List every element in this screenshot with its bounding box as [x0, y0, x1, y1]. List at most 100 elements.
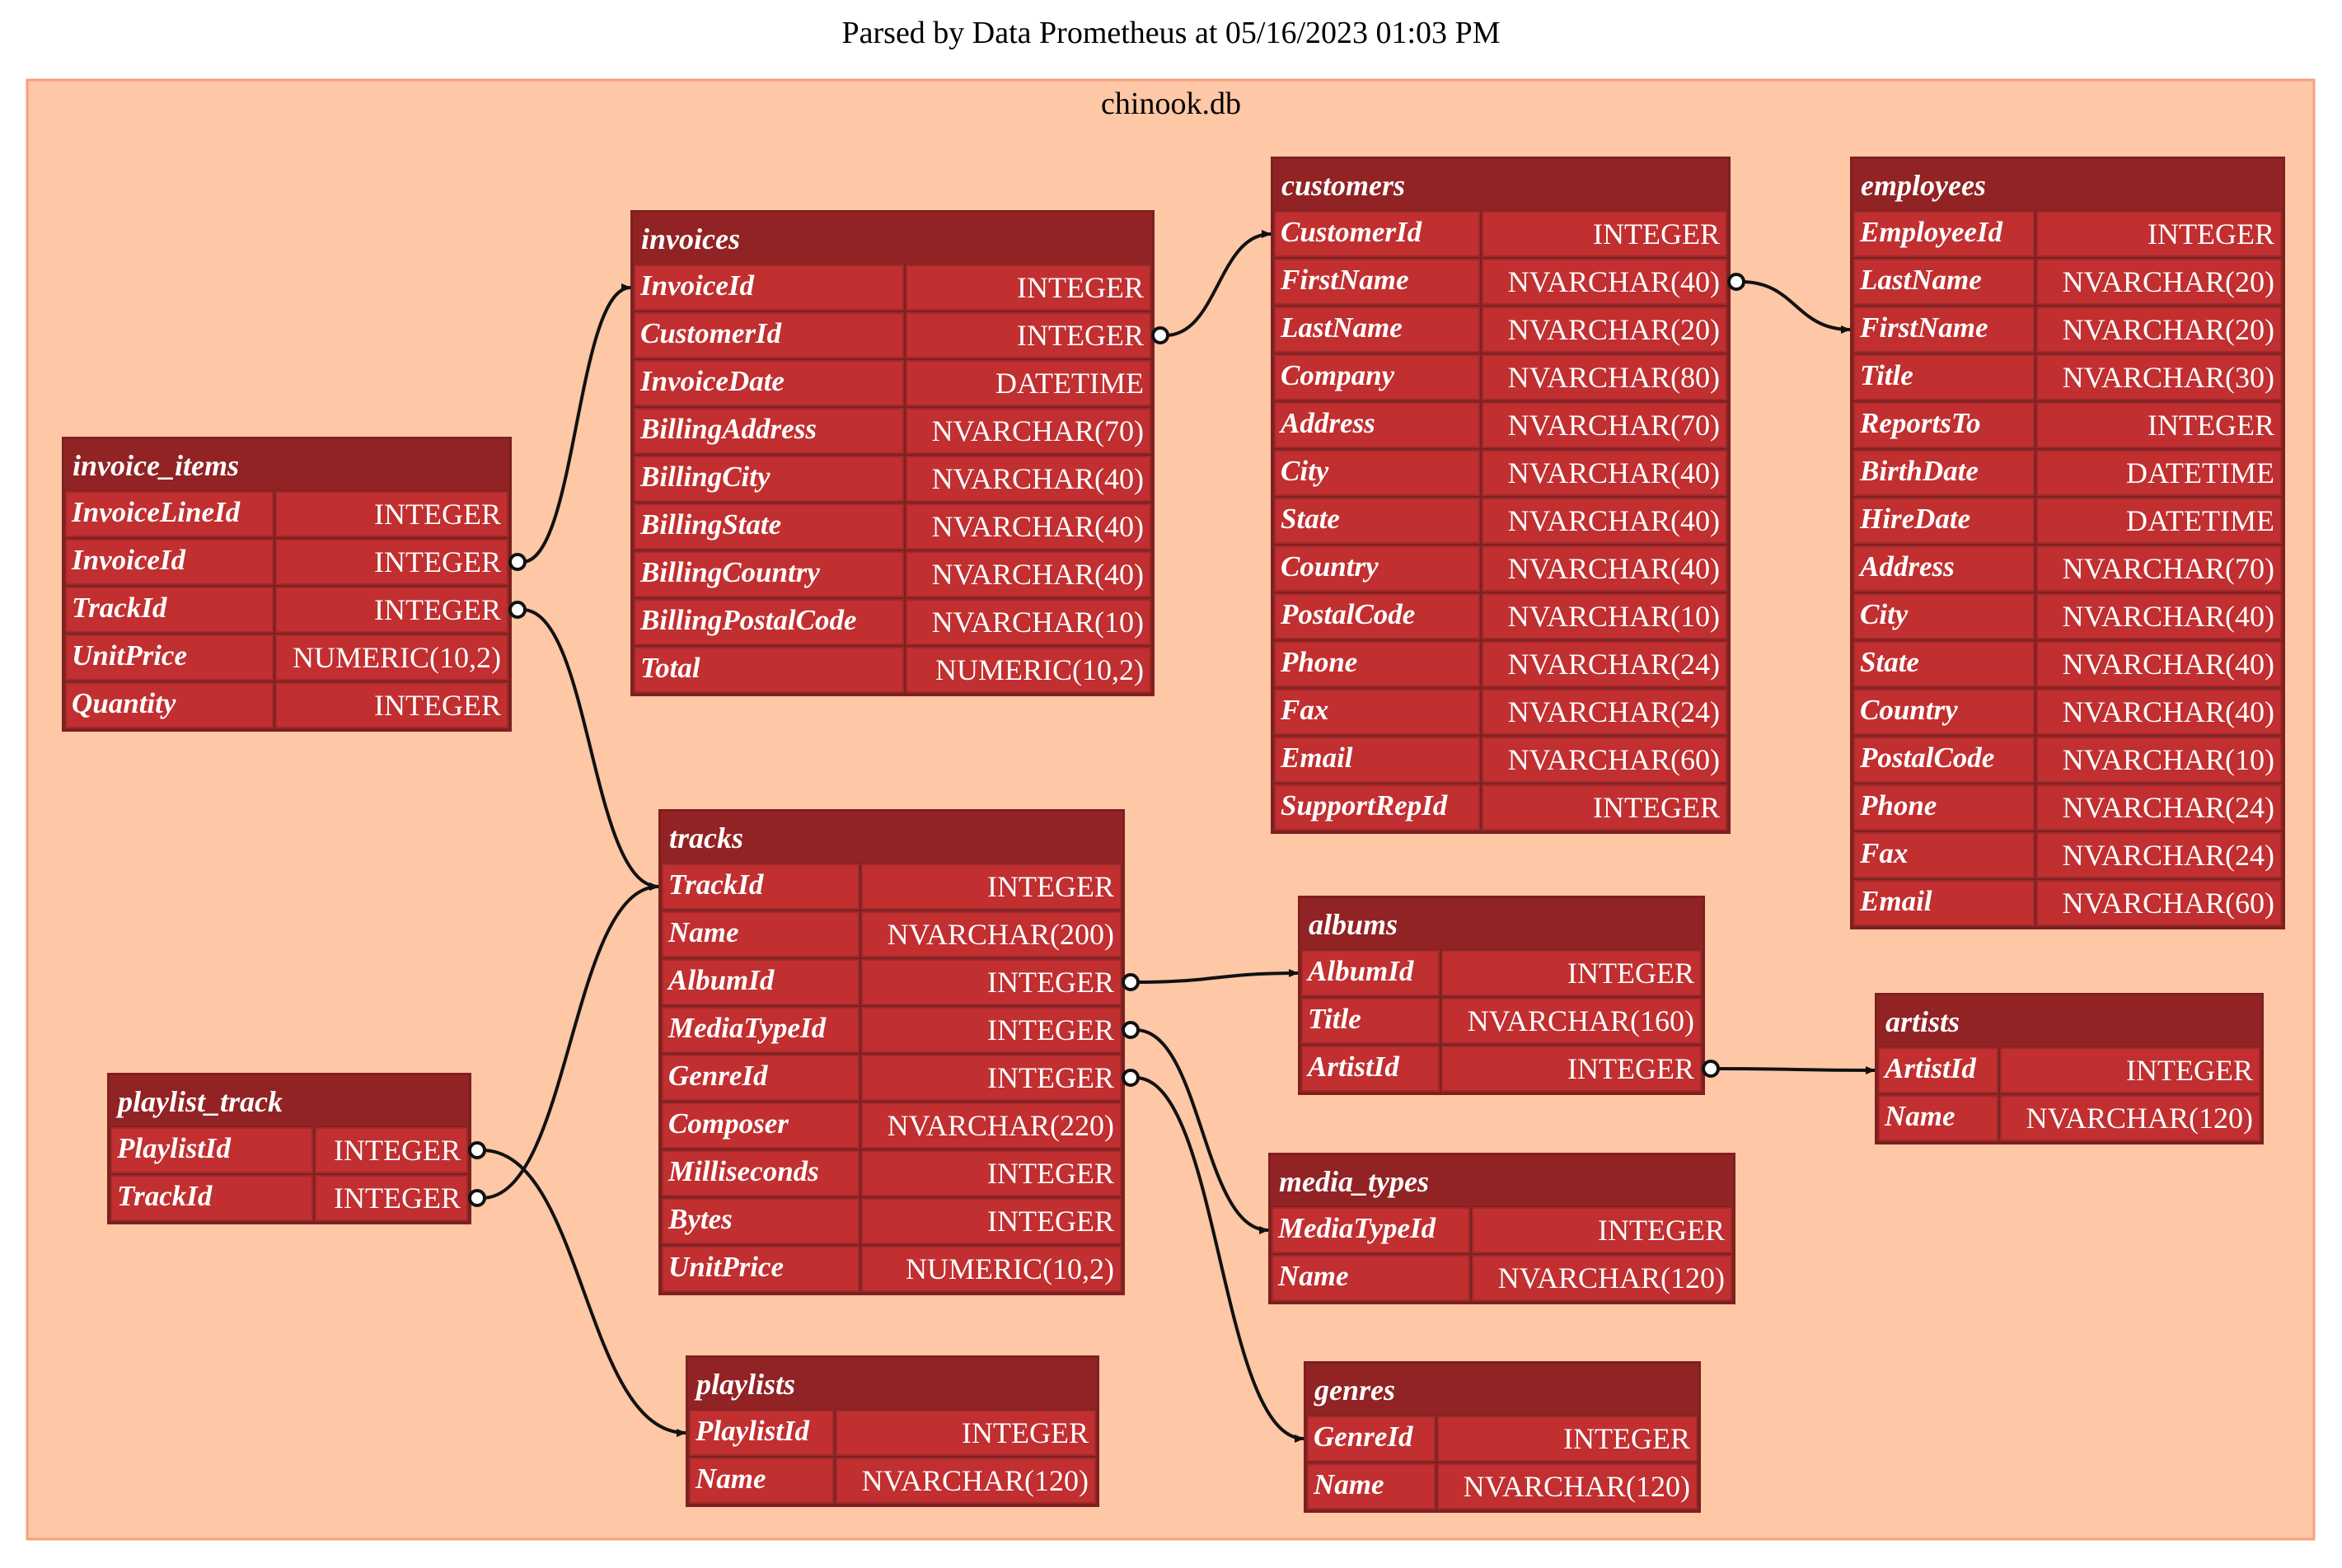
column-type: INTEGER: [2148, 409, 2274, 442]
column-type: NVARCHAR(40): [1508, 504, 1720, 537]
table-header: [1853, 159, 2283, 210]
column-type-cell: [2036, 498, 2282, 544]
column-type-cell: [2036, 593, 2282, 639]
column-name-cell: [1301, 998, 1440, 1044]
column-name-cell: [1853, 354, 2035, 400]
column-type: INTEGER: [1593, 791, 1720, 824]
column-name: PlaylistId: [116, 1132, 232, 1164]
column-name: Title: [1308, 1003, 1361, 1035]
column-type: INTEGER: [1593, 218, 1720, 250]
relationship-origin-marker: [1727, 273, 1745, 291]
relationship-edge: [1164, 230, 1272, 337]
column-name-cell: [110, 1127, 313, 1173]
table-header: [661, 812, 1122, 863]
column-name: CustomerId: [640, 317, 782, 349]
column-name-cell: [1878, 1047, 1998, 1093]
column-name: Address: [1279, 407, 1375, 439]
column-type: NUMERIC(10,2): [935, 653, 1144, 686]
table-header: [1877, 995, 2261, 1046]
column-name: Company: [1281, 359, 1395, 391]
column-type: INTEGER: [1598, 1214, 1725, 1247]
column-type-cell: [2036, 402, 2282, 448]
column-type-cell: [1437, 1416, 1698, 1462]
column-name-cell: [1853, 832, 2035, 878]
column-name: Name: [1313, 1468, 1384, 1500]
column-type: NVARCHAR(80): [1508, 361, 1720, 394]
column-row: Name NVARCHAR(120): [1307, 1463, 1698, 1509]
column-name: BillingState: [639, 508, 781, 541]
column-type: INTEGER: [987, 1205, 1114, 1238]
column-type-cell: [1482, 402, 1727, 448]
column-name: Name: [1277, 1260, 1349, 1292]
column-name-cell: [634, 551, 904, 597]
column-type: NVARCHAR(120): [1464, 1470, 1690, 1503]
column-type-cell: [2036, 307, 2282, 353]
column-name: ArtistId: [1306, 1051, 1399, 1083]
relationship-edge: [1135, 1076, 1304, 1443]
column-name: Fax: [1280, 694, 1328, 726]
table-name: genres: [1314, 1374, 1395, 1407]
column-name: EmployeeId: [1859, 216, 2003, 248]
table-name: invoice_items: [73, 449, 239, 482]
column-name-cell: [65, 491, 274, 537]
column-name: MediaTypeId: [667, 1012, 827, 1044]
column-name: HireDate: [1859, 503, 1970, 535]
column-name-cell: [662, 1102, 860, 1149]
relationship-origin-marker: [468, 1141, 486, 1159]
column-type: NVARCHAR(70): [2063, 552, 2274, 585]
relationship-origin-marker: [1122, 1069, 1140, 1087]
column-name-cell: [1853, 450, 2035, 496]
column-type-cell: [861, 864, 1122, 910]
column-type: NVARCHAR(120): [862, 1464, 1089, 1497]
column-name-cell: [110, 1175, 313, 1221]
column-type-cell: [2036, 689, 2282, 735]
column-name-cell: [662, 911, 860, 957]
column-name-cell: [1853, 880, 2035, 926]
table-name: media_types: [1279, 1165, 1429, 1198]
relationship-origin-marker: [1702, 1060, 1720, 1078]
column-type-cell: [1472, 1255, 1732, 1301]
column-type: NVARCHAR(220): [888, 1109, 1114, 1142]
column-name: FirstName: [1280, 264, 1409, 296]
column-type: NVARCHAR(40): [1508, 552, 1720, 585]
column-type-cell: [2000, 1095, 2260, 1141]
column-type-cell: [2036, 354, 2282, 400]
column-name-cell: [1274, 641, 1480, 687]
table-header: [64, 439, 509, 490]
column-type-cell: [1482, 211, 1727, 257]
column-type-cell: [275, 539, 508, 585]
column-type-cell: [1437, 1463, 1698, 1509]
column-type-cell: [906, 360, 1151, 406]
column-name: State: [1860, 646, 1919, 678]
column-type: DATETIME: [2126, 456, 2274, 489]
table-name: invoices: [641, 222, 740, 255]
column-name-cell: [1274, 545, 1480, 592]
column-type-cell: [836, 1410, 1096, 1456]
column-name-cell: [1878, 1095, 1998, 1141]
column-type: INTEGER: [987, 966, 1114, 999]
column-type-cell: [1482, 689, 1727, 735]
column-name-cell: [662, 1198, 860, 1244]
column-type: INTEGER: [1567, 1052, 1694, 1085]
column-name-cell: [1272, 1255, 1470, 1301]
table-name: playlist_track: [115, 1085, 283, 1118]
column-type-cell: [861, 1150, 1122, 1196]
column-name: Milliseconds: [667, 1155, 819, 1187]
column-name: BillingAddress: [639, 413, 817, 445]
